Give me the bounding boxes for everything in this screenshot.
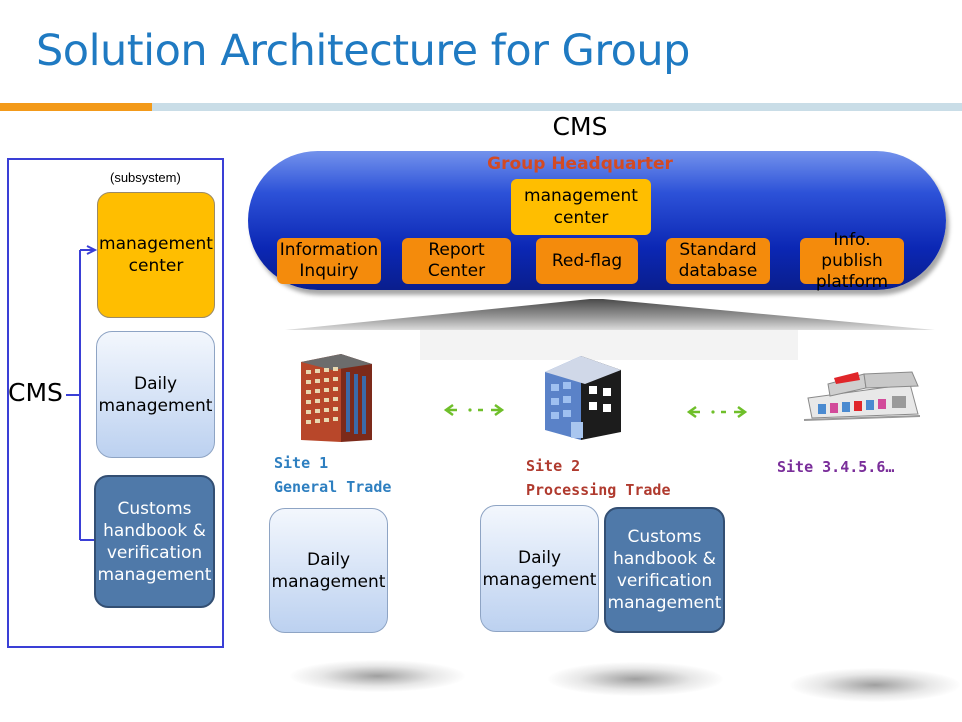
cms-top-label: CMS — [552, 112, 608, 141]
title-underline-accent — [0, 103, 152, 111]
group-headquarter-label: Group Headquarter — [487, 154, 673, 174]
shopping-mall-icon — [803, 371, 921, 421]
left-daily-management-box: Daily management — [96, 331, 215, 458]
tower-building-icon — [301, 354, 372, 442]
left-customs-box: Customs handbook & verification manageme… — [94, 475, 215, 608]
module-information-inquiry: Information Inquiry — [277, 238, 381, 284]
site2-name: Site 2 — [526, 457, 581, 475]
left-management-center-box: management center — [97, 192, 215, 318]
site1-daily-management-box: Daily management — [269, 508, 388, 633]
page-title: Solution Architecture for Group — [36, 26, 690, 76]
site1-trade: General Trade — [274, 478, 392, 496]
site2-customs-box: Customs handbook & verification manageme… — [604, 507, 725, 633]
subsystem-label: (subsystem) — [110, 170, 181, 185]
title-underline — [152, 103, 962, 111]
site1-label-group: Site 1 General Trade — [274, 451, 391, 499]
site2-daily-management-box: Daily management — [480, 505, 599, 632]
site1-floor-shadow — [290, 660, 465, 692]
site2-trade: Processing Trade — [526, 481, 671, 499]
hq-management-center-box: management center — [511, 179, 651, 235]
office-building-icon — [545, 356, 621, 440]
site3-floor-shadow — [790, 668, 960, 702]
module-report-center: Report Center — [402, 238, 511, 284]
bidirectional-arrow-icon — [443, 403, 505, 417]
site1-name: Site 1 — [274, 454, 329, 472]
module-red-flag: Red-flag — [536, 238, 638, 284]
module-standard-database: Standard database — [666, 238, 770, 284]
site3-name: Site 3.4.5.6… — [777, 458, 895, 476]
site2-label-group: Site 2 Processing Trade — [526, 454, 671, 502]
cms-left-label: CMS — [8, 378, 63, 407]
subsystem-frame — [7, 158, 224, 648]
site2-floor-shadow — [548, 662, 723, 696]
bidirectional-arrow-icon — [686, 405, 748, 419]
